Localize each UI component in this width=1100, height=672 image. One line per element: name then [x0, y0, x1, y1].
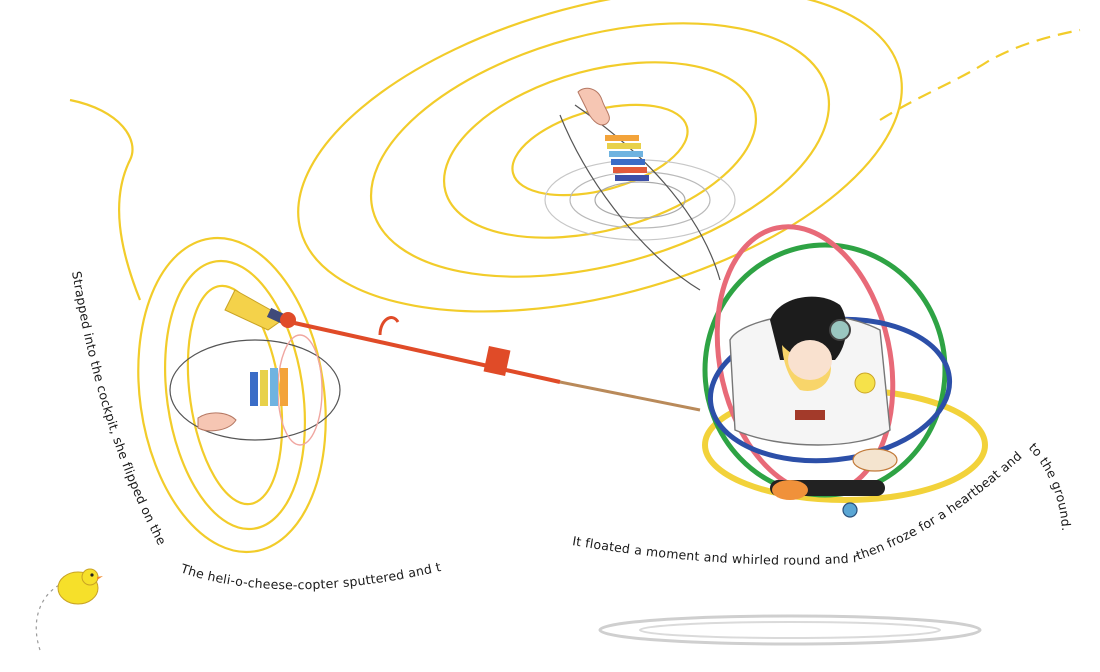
landing-skid [770, 448, 898, 518]
story-line-1: Strapped into the cockpit, she flipped o… [0, 0, 171, 551]
goggles-icon [829, 319, 851, 341]
story-line-5: to the ground. [1026, 440, 1074, 532]
foot-icon [577, 87, 610, 126]
top-rotor [544, 87, 736, 291]
rotor-rainbow-stripes [605, 135, 649, 181]
story-line-4: then froze for a heartbeat and crashed [0, 0, 1028, 563]
wind-spiral-top [297, 0, 1081, 313]
pilot [770, 296, 876, 420]
yellow-chick-icon [35, 568, 103, 651]
tail-rotor [169, 334, 341, 446]
wind-spiral-left [69, 98, 327, 554]
cockpit-cage [702, 224, 988, 503]
ground-shadow [598, 614, 982, 646]
broom-tail [224, 289, 701, 412]
